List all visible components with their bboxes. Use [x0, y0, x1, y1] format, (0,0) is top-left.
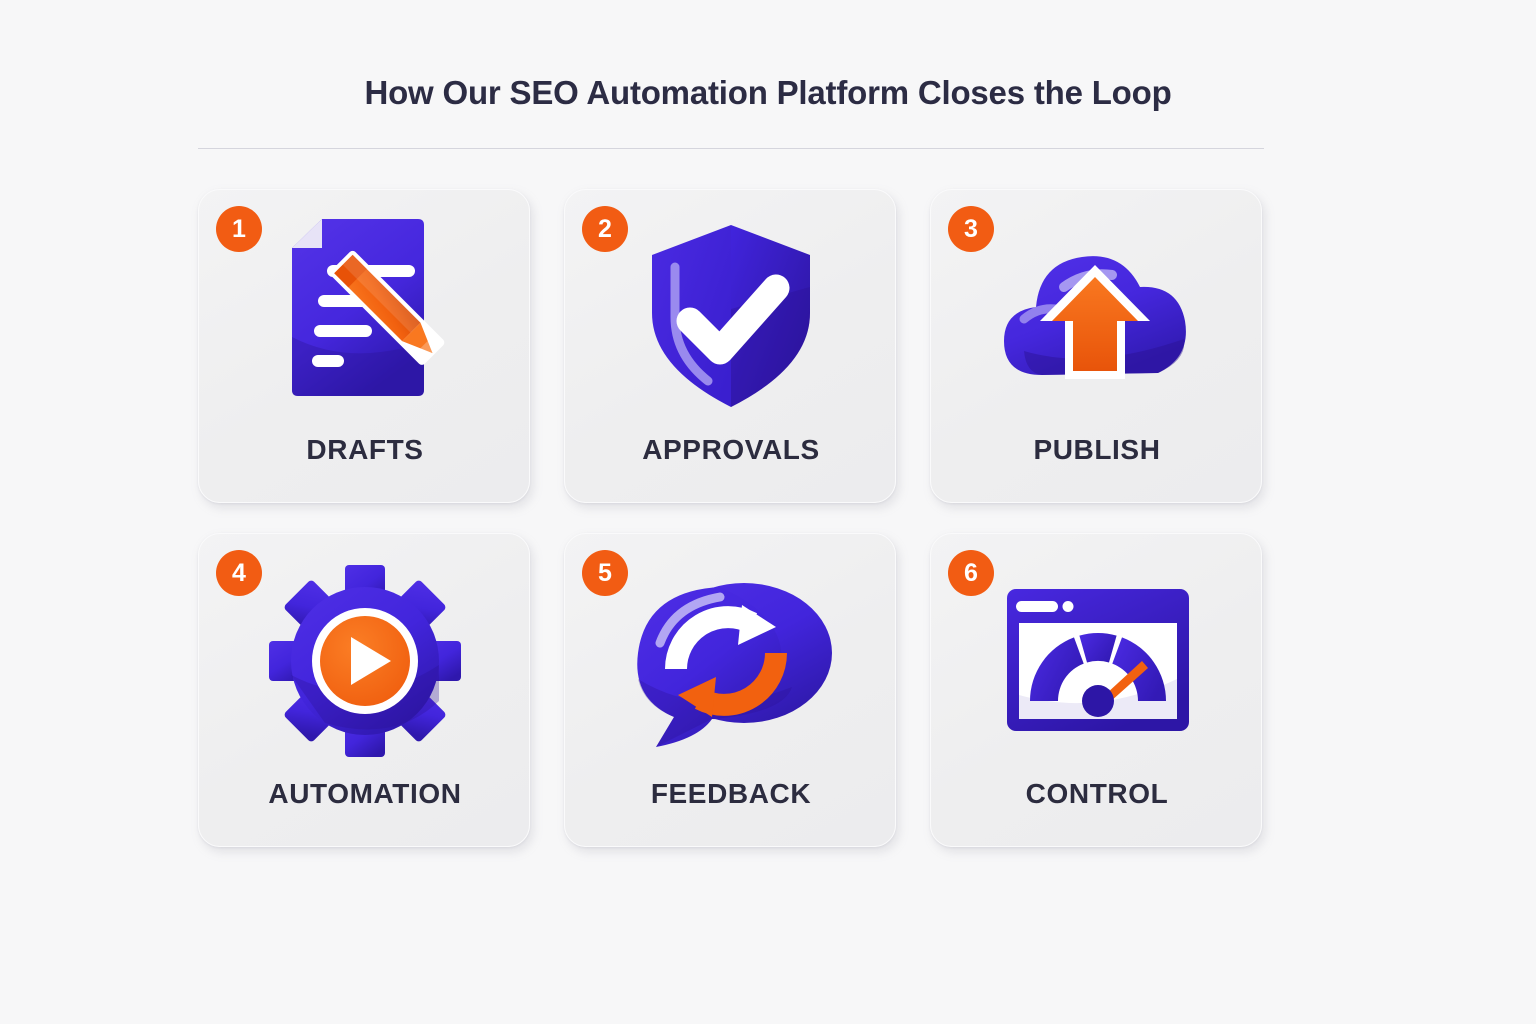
- step-card-control[interactable]: 6: [930, 533, 1262, 847]
- step-label-automation: AUTOMATION: [268, 778, 462, 809]
- step-number-badge-2: 2: [582, 206, 628, 252]
- step-label-approvals: APPROVALS: [642, 434, 820, 465]
- step-label-drafts: DRAFTS: [306, 434, 424, 465]
- cloud-upload-icon: [931, 212, 1263, 422]
- step-card-publish[interactable]: 3: [930, 189, 1262, 503]
- shield-check-icon: [565, 212, 897, 422]
- step-number-badge-5: 5: [582, 550, 628, 596]
- step-number-badge-4: 4: [216, 550, 262, 596]
- document-pencil-icon: [199, 212, 531, 422]
- speech-bubble-refresh-icon: [565, 556, 897, 766]
- step-card-drafts[interactable]: 1: [198, 189, 530, 503]
- step-card-feedback[interactable]: 5: [564, 533, 896, 847]
- dashboard-gauge-icon: [931, 556, 1263, 766]
- step-number-badge-6: 6: [948, 550, 994, 596]
- step-label-publish: PUBLISH: [1033, 434, 1161, 465]
- gear-play-icon: [199, 556, 531, 766]
- step-card-grid: 1: [198, 189, 1266, 847]
- step-card-automation[interactable]: 4: [198, 533, 530, 847]
- step-card-approvals[interactable]: 2: [564, 189, 896, 503]
- step-label-feedback: FEEDBACK: [650, 778, 812, 809]
- step-label-control: CONTROL: [1025, 778, 1169, 809]
- step-number-badge-1: 1: [216, 206, 262, 252]
- title-divider: [198, 148, 1264, 149]
- page-title: How Our SEO Automation Platform Closes t…: [364, 74, 1172, 111]
- step-number-badge-3: 3: [948, 206, 994, 252]
